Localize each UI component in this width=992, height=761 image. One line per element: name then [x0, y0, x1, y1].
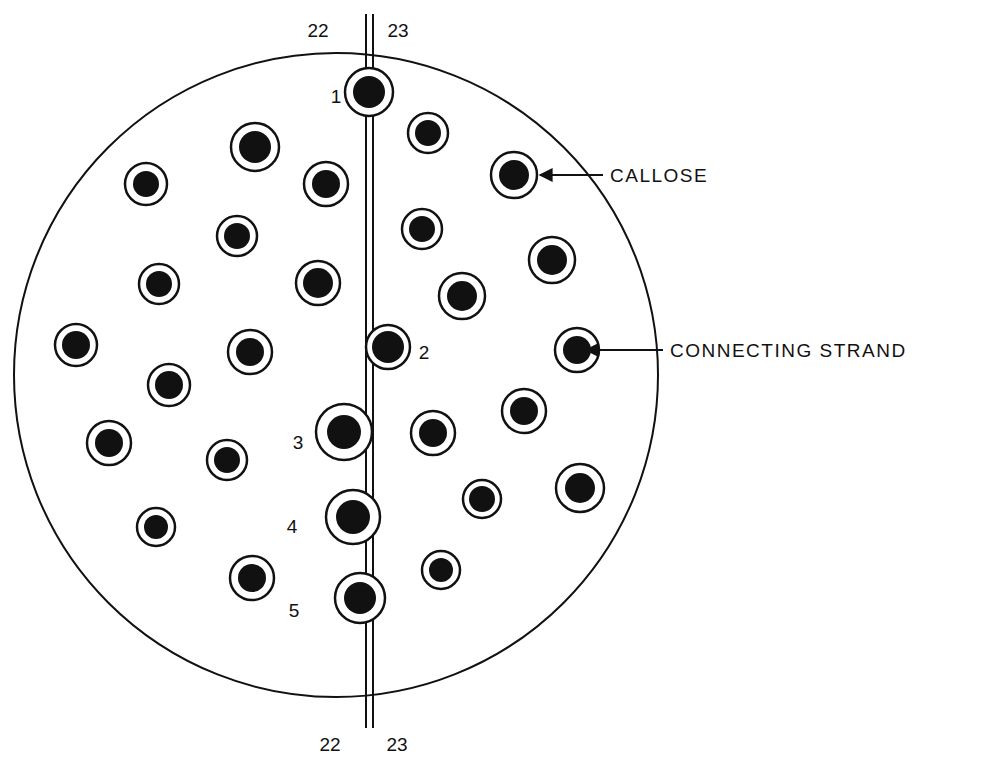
leader-line	[540, 174, 603, 176]
callose-ring	[366, 325, 410, 369]
connecting-strand	[62, 331, 90, 359]
connecting-strand	[353, 76, 385, 108]
callose-ring	[55, 324, 97, 366]
connecting-strand	[214, 447, 240, 473]
connecting-strand	[510, 397, 538, 425]
callose-ring	[217, 216, 257, 256]
connecting-strand	[409, 216, 435, 242]
part-label: CONNECTING STRAND	[670, 341, 907, 360]
connecting-strand	[372, 331, 404, 363]
connecting-strand	[499, 160, 529, 190]
callose-ring	[296, 261, 340, 305]
line-number: 23	[387, 21, 408, 40]
connecting-strand	[238, 564, 266, 592]
callose-ring	[422, 551, 460, 589]
connecting-strand	[239, 131, 271, 163]
callose-rings	[55, 68, 604, 623]
connecting-strand	[144, 515, 168, 539]
callose-ring	[316, 404, 372, 460]
connecting-strand	[303, 268, 333, 298]
connecting-strand	[565, 473, 595, 503]
callose-ring	[502, 389, 546, 433]
callose-ring	[148, 364, 190, 406]
callose-ring	[463, 480, 501, 518]
connecting-strands	[62, 76, 595, 614]
line-number: 22	[307, 21, 328, 40]
callout-number: 3	[293, 433, 304, 452]
part-label: CALLOSE	[610, 166, 708, 185]
connecting-strand	[133, 171, 159, 197]
connecting-strand	[236, 338, 264, 366]
callout-number: 1	[331, 87, 342, 106]
connecting-strand	[336, 500, 370, 534]
connecting-strand	[155, 371, 183, 399]
connecting-strand	[537, 245, 567, 275]
connecting-strand	[429, 558, 453, 582]
connecting-strand	[447, 281, 477, 311]
callose-ring	[207, 440, 247, 480]
connecting-strand	[415, 120, 441, 146]
callose-ring	[125, 163, 167, 205]
callose-ring	[326, 490, 380, 544]
callose-ring	[335, 573, 385, 623]
callout-number: 4	[287, 517, 298, 536]
line-number: 23	[386, 735, 407, 754]
connecting-strand	[327, 415, 361, 449]
leader-line	[586, 349, 663, 351]
callose-ring	[529, 237, 575, 283]
callose-ring	[137, 508, 175, 546]
callose-ring	[411, 411, 455, 455]
callose-ring	[556, 464, 604, 512]
connecting-strand	[469, 486, 495, 512]
callose-ring	[87, 421, 131, 465]
callose-ring	[345, 68, 393, 116]
connecting-strand	[146, 271, 172, 297]
callose-ring	[491, 152, 537, 198]
callose-ring	[139, 264, 179, 304]
sieve-plate-outline	[14, 53, 658, 697]
callose-ring	[408, 113, 448, 153]
callose-ring	[230, 556, 274, 600]
callose-ring	[228, 330, 272, 374]
callose-ring	[304, 162, 348, 206]
callose-ring	[402, 209, 442, 249]
callout-number: 2	[419, 343, 430, 362]
callose-ring	[231, 123, 279, 171]
connecting-strand	[224, 223, 250, 249]
callose-ring	[439, 273, 485, 319]
line-number: 22	[319, 735, 340, 754]
connecting-strand	[312, 170, 340, 198]
callout-number: 5	[289, 601, 300, 620]
connecting-strand	[344, 582, 376, 614]
connecting-strand	[419, 419, 447, 447]
connecting-strand	[95, 429, 123, 457]
